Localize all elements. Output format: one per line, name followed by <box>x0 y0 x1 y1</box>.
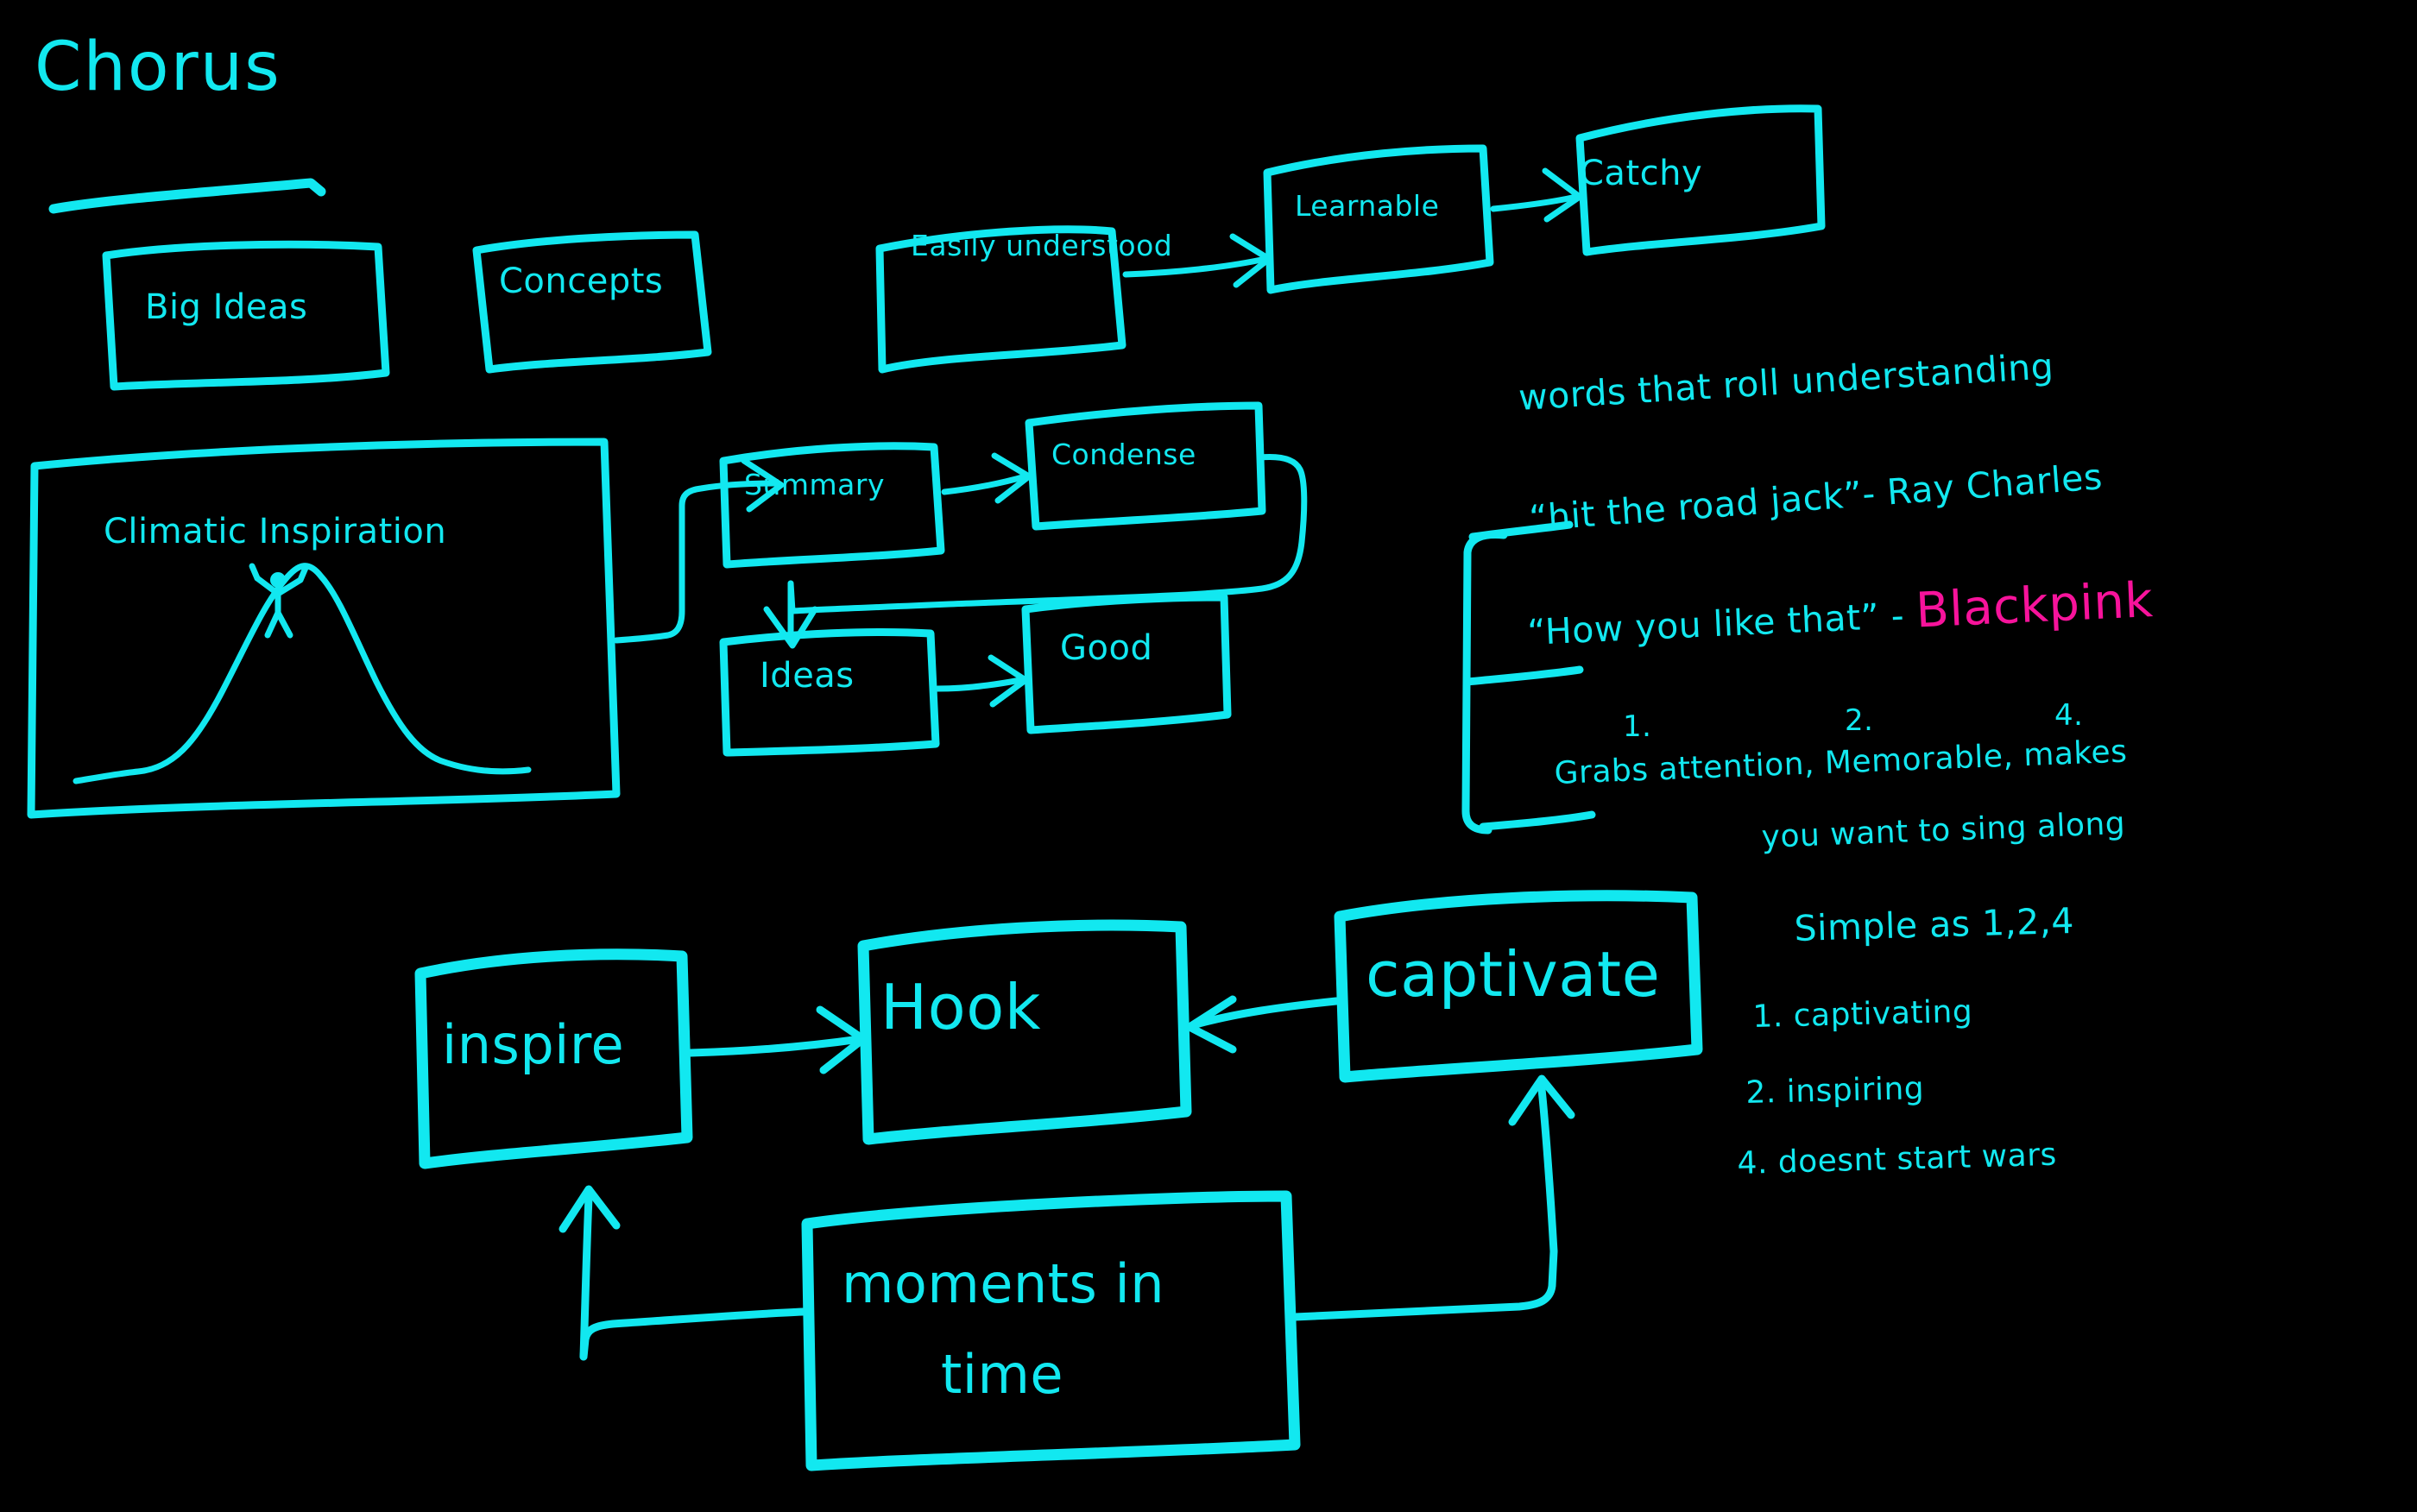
box-concepts-outline <box>472 230 712 374</box>
connector-moments-to-captivate <box>1291 1074 1575 1321</box>
arrow-easily-to-learnable <box>1122 233 1272 288</box>
notes-bracket <box>1461 520 1596 835</box>
box-summary-outline <box>719 442 945 569</box>
climatic-curve <box>73 563 532 784</box>
box-big-ideas-outline <box>102 240 390 391</box>
box-condense-outline <box>1025 401 1266 531</box>
title-underline <box>48 178 326 214</box>
stick-figure-icon <box>249 563 309 639</box>
arrow-ideas-to-good <box>934 654 1029 708</box>
connector-condense-loop-to-ideas <box>763 454 1308 649</box>
connector-climatic-to-summary <box>613 457 785 644</box>
box-ideas-outline <box>719 627 940 757</box>
connector-moments-to-inspire <box>558 1185 807 1361</box>
arrow-captivate-to-hook <box>1185 995 1341 1054</box>
box-learnable-outline <box>1263 144 1494 294</box>
box-catchy-outline <box>1575 104 1826 256</box>
box-captivate-outline <box>1334 890 1703 1083</box>
box-easily-understood-outline <box>875 225 1126 374</box>
box-climatic-inspiration-outline <box>27 438 621 819</box>
box-hook-outline <box>857 919 1192 1145</box>
box-moments-in-time-outline <box>801 1190 1301 1471</box>
arrow-summary-to-condense <box>941 452 1032 504</box>
box-inspire-outline <box>414 948 693 1169</box>
box-good-outline <box>1021 593 1232 734</box>
arrow-inspire-to-hook <box>686 1005 868 1074</box>
arrow-learnable-to-catchy <box>1490 167 1583 223</box>
